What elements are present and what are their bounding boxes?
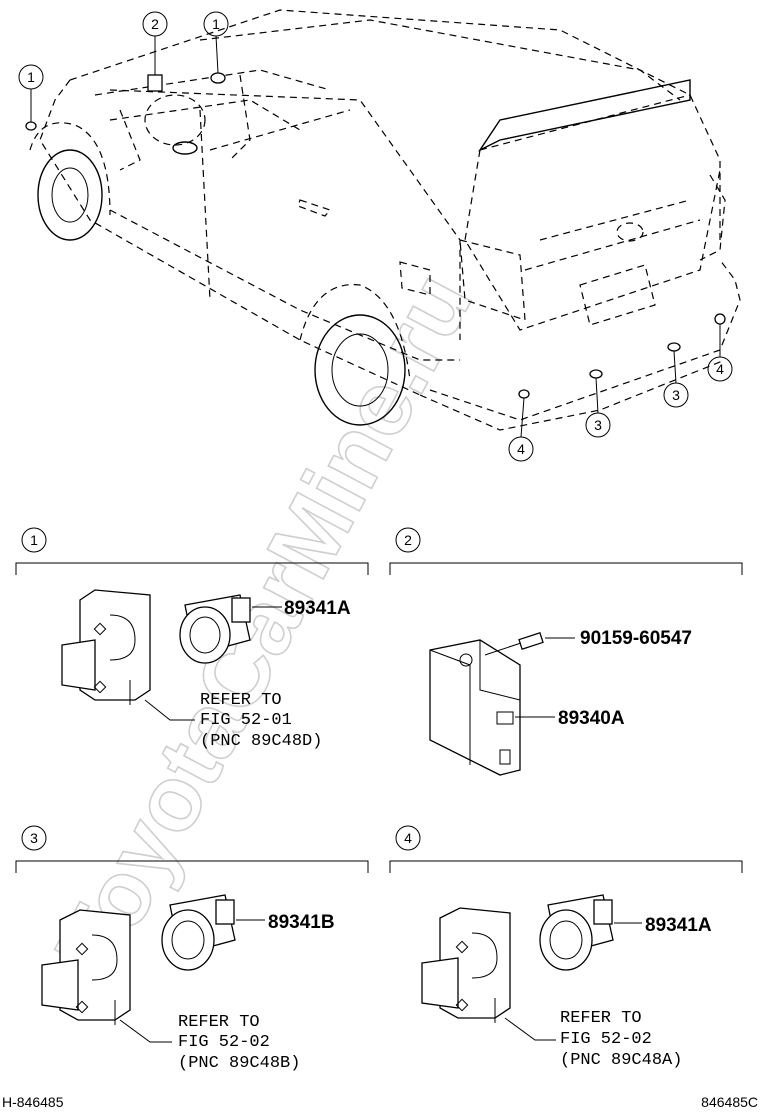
- clearance-sonar-ecu: [429, 639, 521, 776]
- part-number-89341B: 89341B: [268, 912, 335, 933]
- svg-text:4: 4: [404, 830, 412, 846]
- svg-text:2: 2: [151, 16, 159, 32]
- part-number-89341A: 89341A: [284, 598, 351, 619]
- svg-text:3: 3: [30, 830, 38, 846]
- section-1-callout: 1: [21, 527, 47, 553]
- overview-callout-3a: 3: [585, 412, 611, 438]
- svg-text:2: 2: [404, 532, 412, 548]
- part-number-89340A: 89340A: [558, 708, 625, 729]
- refer-line-3: (PNC 89C48B): [178, 1054, 300, 1073]
- footer-left-code: H-846485: [2, 1094, 64, 1110]
- section-3-bracket: [15, 860, 369, 873]
- svg-text:3: 3: [594, 417, 602, 433]
- section-1-bracket: [15, 562, 369, 575]
- footer-right-code: 846485C: [701, 1094, 758, 1110]
- overview-callout-4a: 4: [508, 436, 534, 462]
- svg-text:1: 1: [212, 16, 220, 32]
- parking-sensor: [179, 594, 251, 664]
- section-4: 4 89341A REFER TO FIG 52-02 (PNC 89C48A): [389, 825, 743, 1070]
- refer-line-2: FIG 52-01: [200, 711, 292, 730]
- overview-callout-3b: 3: [663, 382, 689, 408]
- svg-text:4: 4: [716, 361, 724, 377]
- section-2: 2 90159-60547 89340A: [389, 527, 743, 776]
- section-2-callout: 2: [395, 527, 421, 553]
- refer-line-3: (PNC 89C48D): [200, 732, 322, 751]
- part-number-89341A: 89341A: [645, 915, 712, 936]
- sensor-bracket: [41, 909, 131, 1025]
- refer-line-1: REFER TO: [560, 1009, 642, 1028]
- overview-callout-2: 2: [142, 11, 168, 37]
- section-3-callout: 3: [21, 825, 47, 851]
- part-number-90159-60547: 90159-60547: [580, 628, 692, 649]
- sensor-bracket: [61, 589, 151, 705]
- vehicle-overview: [25, 9, 741, 438]
- sensor-bracket: [421, 907, 511, 1023]
- parking-sensor: [161, 894, 236, 971]
- refer-line-1: REFER TO: [178, 1013, 260, 1032]
- overview-callout-4b: 4: [707, 356, 733, 382]
- overview-callout-1b: 1: [203, 11, 229, 37]
- section-4-bracket: [389, 860, 743, 873]
- overview-callout-1a: 1: [18, 64, 44, 90]
- section-2-bracket: [389, 562, 743, 575]
- parking-sensor: [539, 894, 614, 971]
- section-1: 1 89341A REFER TO FIG 52-01 (PNC 89C48D): [15, 527, 369, 751]
- refer-line-1: REFER TO: [200, 691, 282, 710]
- svg-text:4: 4: [517, 441, 525, 457]
- section-4-callout: 4: [395, 825, 421, 851]
- bolt: [484, 632, 544, 656]
- refer-line-3: (PNC 89C48A): [560, 1051, 682, 1070]
- refer-line-2: FIG 52-02: [178, 1033, 270, 1052]
- svg-text:3: 3: [672, 387, 680, 403]
- svg-text:1: 1: [27, 69, 35, 85]
- refer-line-2: FIG 52-02: [560, 1030, 652, 1049]
- section-3: 3 89341B REFER TO FIG 52-02 (PNC 89C48B): [15, 825, 369, 1073]
- svg-text:1: 1: [30, 532, 38, 548]
